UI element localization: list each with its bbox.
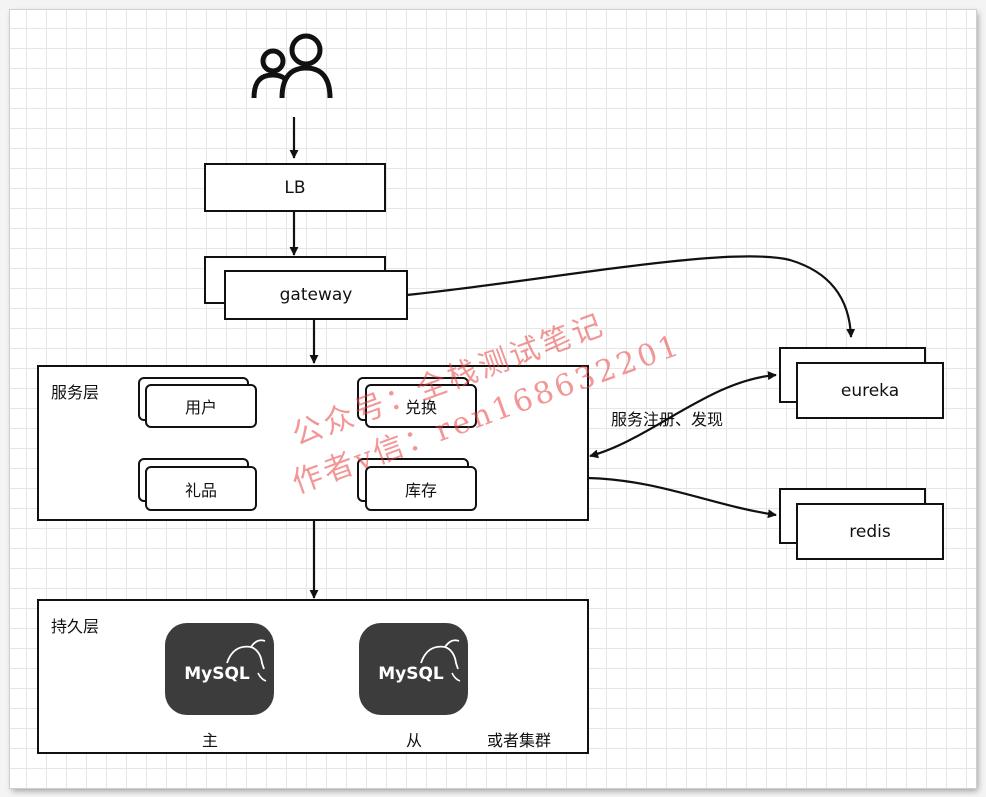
user-node: 用户 [145, 384, 257, 428]
svg-text:MySQL: MySQL [378, 664, 444, 684]
service-layer-label: 服务层 [51, 383, 100, 402]
svg-text:MySQL: MySQL [184, 664, 250, 684]
persistence-layer-container: 持久层 [37, 599, 589, 754]
redis-node: redis [796, 503, 944, 560]
lb-node: LB [204, 163, 386, 212]
eureka-node: eureka [796, 362, 944, 419]
mysql-master-logo: MySQL [165, 623, 274, 715]
redis-label: redis [849, 521, 891, 542]
edge-registry-discovery [589, 371, 777, 459]
edges-layer [289, 117, 856, 599]
inventory-node: 库存 [365, 466, 477, 511]
mysql-logo-icon: MySQL [184, 639, 267, 684]
gateway-node: gateway [224, 270, 408, 320]
gift-label: 礼品 [184, 480, 217, 500]
gateway-label: gateway [279, 285, 353, 305]
diagram-canvas: LB gateway 服务层 用户 兑换 礼品 库存 eureka redis … [10, 10, 976, 788]
user-label: 用户 [184, 398, 217, 417]
mysql-logo-icon: MySQL [378, 639, 461, 684]
exchange-node: 兑换 [365, 384, 477, 428]
mysql-slave-logo: MySQL [359, 623, 468, 715]
service-layer-container: 服务层 [37, 365, 589, 521]
registry-edge-label: 服务注册、发现 [611, 410, 724, 429]
persistence-layer-label: 持久层 [51, 617, 100, 636]
exchange-label: 兑换 [404, 398, 437, 417]
edge-service-to-redis [587, 476, 777, 519]
lb-label: LB [284, 177, 306, 198]
users-icon [251, 33, 333, 99]
slave-label: 从 [406, 731, 423, 750]
edge-gateway-to-eureka [406, 255, 856, 338]
eureka-label: eureka [840, 380, 900, 401]
cluster-label: 或者集群 [487, 731, 552, 750]
master-label: 主 [202, 731, 219, 750]
inventory-label: 库存 [404, 480, 437, 500]
gift-node: 礼品 [145, 466, 257, 511]
